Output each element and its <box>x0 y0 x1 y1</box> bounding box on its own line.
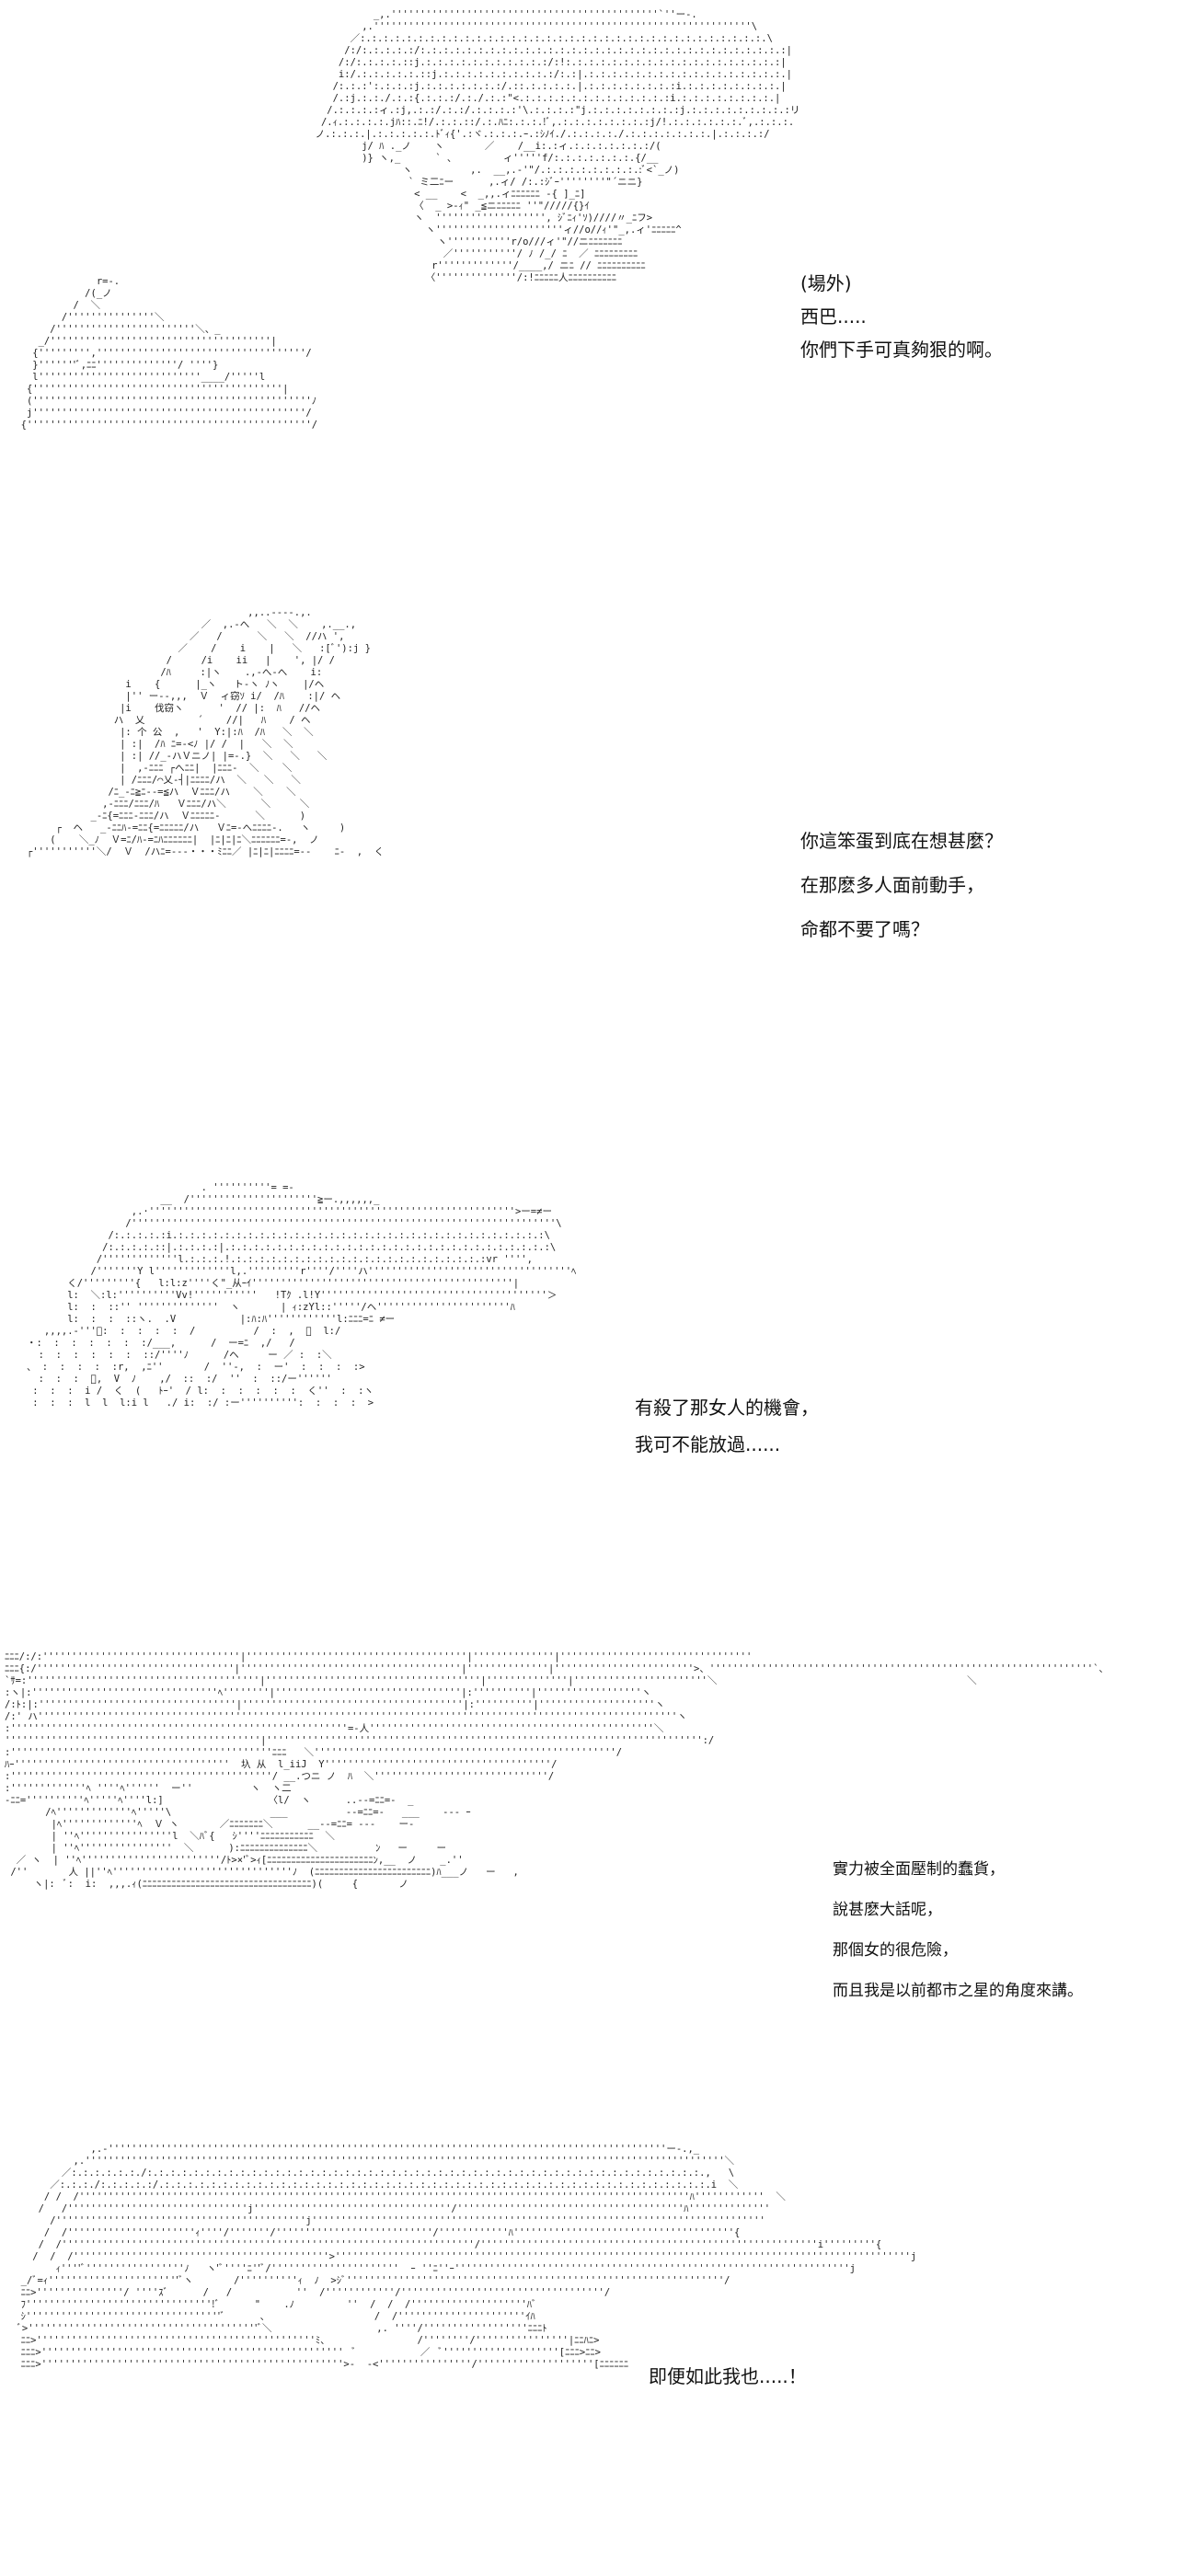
dialogue-line: 你這笨蛋到底在想甚麼？ <box>800 830 1003 852</box>
panel-1: _,.'''''''''''''''''''''''''''''''''''''… <box>0 0 1196 589</box>
ascii-art-pointing-figure: ﾆﾆﾆ/:/:'''''''''''''''''''''''''''''''''… <box>5 1651 1109 1890</box>
dialogue-line: 我可不能放過...... <box>635 1433 781 1455</box>
dialogue-line: 那個女的很危險， <box>833 1941 958 1960</box>
ascii-art-determined-figure: ,.-'''''''''''''''''''''''''''''''''''''… <box>15 2144 917 2370</box>
ascii-art-hooded-figure: _,.'''''''''''''''''''''''''''''''''''''… <box>315 9 800 283</box>
dialogue-2: 你這笨蛋到底在想甚麼？ 在那麽多人面前動手， 命都不要了嗎？ <box>800 819 1003 951</box>
dialogue-4: 實力被全面壓制的蠢貨， 說甚麽大話呢， 那個女的很危險， 而且我是以前都市之星的… <box>833 1849 1083 2011</box>
dialogue-line: (場外) <box>800 272 852 294</box>
ascii-art-cap-figure: . ''''''''''= =- __ /'''''''''''''''''''… <box>26 1182 577 1409</box>
dialogue-line: 說甚麽大話呢， <box>833 1901 942 1919</box>
dialogue-line: 在那麽多人面前動手， <box>800 874 984 896</box>
dialogue-line: 有殺了那女人的機會， <box>635 1397 819 1419</box>
dialogue-line: 即便如此我也.....！ <box>649 2365 807 2387</box>
panel-5: ,.-'''''''''''''''''''''''''''''''''''''… <box>0 2144 1196 2576</box>
dialogue-3: 有殺了那女人的機會， 我可不能放過...... <box>635 1389 819 1463</box>
dialogue-line: 實力被全面壓制的蠢貨， <box>833 1860 1005 1879</box>
panel-4: ﾆﾆﾆ/:/:'''''''''''''''''''''''''''''''''… <box>0 1647 1196 2144</box>
panel-3: . ''''''''''= =- __ /'''''''''''''''''''… <box>0 1178 1196 1638</box>
ascii-art-small-figure: r=-. /(_ノ / ＼ /'''''''''''''''＼ /'''''''… <box>20 276 318 431</box>
ascii-art-long-hair-figure: ,,..----.,. ／ ,.-へ ＼ ＼ ,.__., ／ / ＼ ＼ //… <box>26 607 385 857</box>
panel-2: ,,..----.,. ／ ,.-へ ＼ ＼ ,.__., ／ / ＼ ＼ //… <box>0 598 1196 1168</box>
dialogue-line: 你們下手可真夠狠的啊。 <box>800 339 1003 361</box>
dialogue-line: 命都不要了嗎？ <box>800 918 929 940</box>
dialogue-line: 而且我是以前都市之星的角度來講。 <box>833 1982 1083 2000</box>
dialogue-line: 西巴..... <box>800 305 867 328</box>
dialogue-1: (場外) 西巴..... 你們下手可真夠狠的啊。 <box>800 267 1003 366</box>
dialogue-5: 即便如此我也.....！ <box>649 2360 807 2393</box>
